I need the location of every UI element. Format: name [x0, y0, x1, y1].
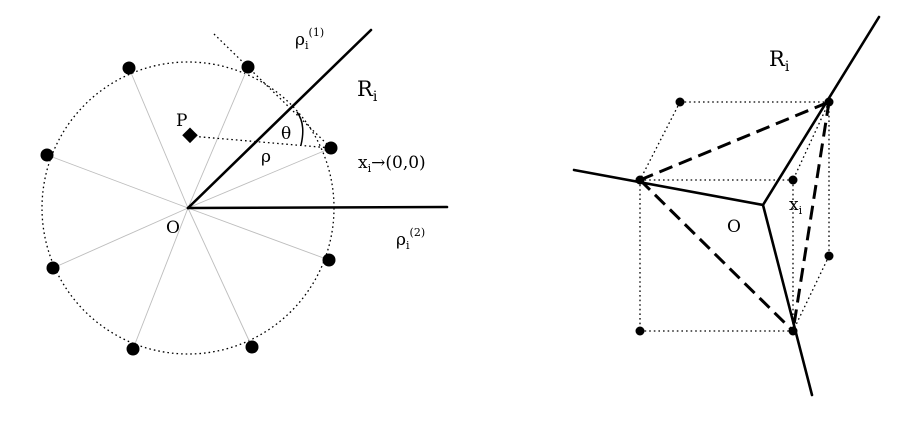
- boundary-point: [322, 253, 336, 267]
- label-xi: xi→(0,0): [358, 153, 426, 175]
- label-theta: θ: [281, 124, 291, 144]
- cube-vertex-xi: [788, 175, 798, 185]
- ray-upper-right: [761, 15, 881, 207]
- left-diagram: ρi(1) Ri P θ ρ xi→(0,0) O ρi(2): [40, 26, 449, 356]
- boundary-point: [245, 340, 259, 354]
- theta-arc: [296, 111, 304, 146]
- ray-down: [761, 203, 814, 397]
- cube-vertex: [675, 97, 685, 107]
- label-rho: ρ: [261, 147, 271, 167]
- boundary-point: [40, 148, 54, 162]
- cube-vertex: [788, 326, 798, 336]
- ray-rho2: [186, 205, 449, 210]
- label-R-right: Ri: [769, 47, 790, 75]
- label-P: P: [176, 111, 187, 131]
- spokes: [46, 66, 332, 350]
- label-rho1: ρi(1): [295, 26, 324, 52]
- label-O-right: O: [727, 217, 741, 237]
- boundary-point-xi: [324, 141, 338, 155]
- ray-left: [572, 168, 765, 207]
- boundary-point: [122, 61, 136, 75]
- boundary-point: [46, 261, 60, 275]
- boundary-point: [126, 342, 140, 356]
- cube-edges: [639, 101, 830, 332]
- ray-rho1: [186, 28, 373, 210]
- point-p-diamond: [182, 127, 198, 144]
- label-O-left: O: [166, 218, 180, 238]
- cube-vertex: [635, 326, 645, 336]
- label-xi-right: xi: [789, 195, 803, 217]
- label-R: Ri: [357, 77, 378, 105]
- tangent-line: [213, 33, 332, 149]
- label-rho2: ρi(2): [396, 226, 425, 252]
- dashed-triangle: [638, 100, 831, 333]
- right-diagram: Ri xi O: [572, 15, 881, 397]
- boundary-point: [241, 60, 255, 74]
- cube-vertex: [635, 175, 645, 185]
- cube-vertex: [824, 251, 834, 261]
- cube-vertex: [824, 97, 834, 107]
- segment-p-xi: [189, 135, 332, 149]
